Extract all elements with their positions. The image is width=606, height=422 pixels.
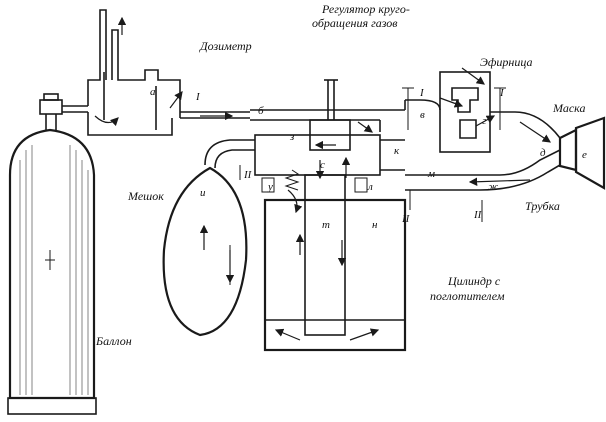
- letter-a: а: [150, 86, 156, 98]
- face-mask: [558, 116, 606, 190]
- letter-i: и: [200, 187, 206, 199]
- tube-label: Трубка: [525, 199, 560, 213]
- letter-z: з: [289, 131, 294, 143]
- roman-I-left: I: [419, 87, 425, 99]
- letter-e: е: [582, 149, 587, 161]
- letter-u: у: [267, 181, 273, 193]
- letter-v: в: [420, 109, 425, 121]
- roman-II-cylinder: II: [401, 213, 411, 225]
- mask-label: Маска: [552, 101, 585, 115]
- cylinder-label: Цилиндр с: [447, 274, 501, 288]
- cylinder-label-line2: поглотителем: [430, 289, 505, 303]
- regulator-label: Регулятор круго-: [321, 2, 410, 16]
- absorber-cylinder: [261, 169, 407, 352]
- dosimeter: [87, 9, 183, 136]
- letter-t: т: [322, 219, 330, 231]
- letter-zh: ж: [488, 181, 499, 193]
- roman-II-bag: II: [243, 169, 253, 181]
- letter-l: л: [367, 181, 373, 193]
- gas-cylinder: [7, 93, 97, 415]
- breathing-bag: [162, 166, 248, 337]
- roman-I-right: I: [499, 87, 505, 99]
- regulator-block: [254, 79, 405, 180]
- letter-k: к: [394, 145, 400, 157]
- evaporator-label: Эфирница: [480, 55, 532, 69]
- roman-I-dosimeter: I: [195, 91, 201, 103]
- roman-II-tube: II: [473, 209, 483, 221]
- letter-g: г: [482, 115, 487, 127]
- regulator-label-line2: обращения газов: [312, 16, 398, 30]
- letter-b: б: [258, 105, 264, 117]
- letter-n: н: [372, 219, 378, 231]
- balloon-label: Баллон: [95, 334, 132, 348]
- letter-s: с: [320, 159, 325, 171]
- ether-evaporator: [439, 67, 496, 153]
- bag-label: Мешок: [127, 189, 164, 203]
- letter-d: д: [540, 147, 546, 159]
- dosimeter-label: Дозиметр: [199, 39, 252, 53]
- letter-m: м: [427, 168, 435, 180]
